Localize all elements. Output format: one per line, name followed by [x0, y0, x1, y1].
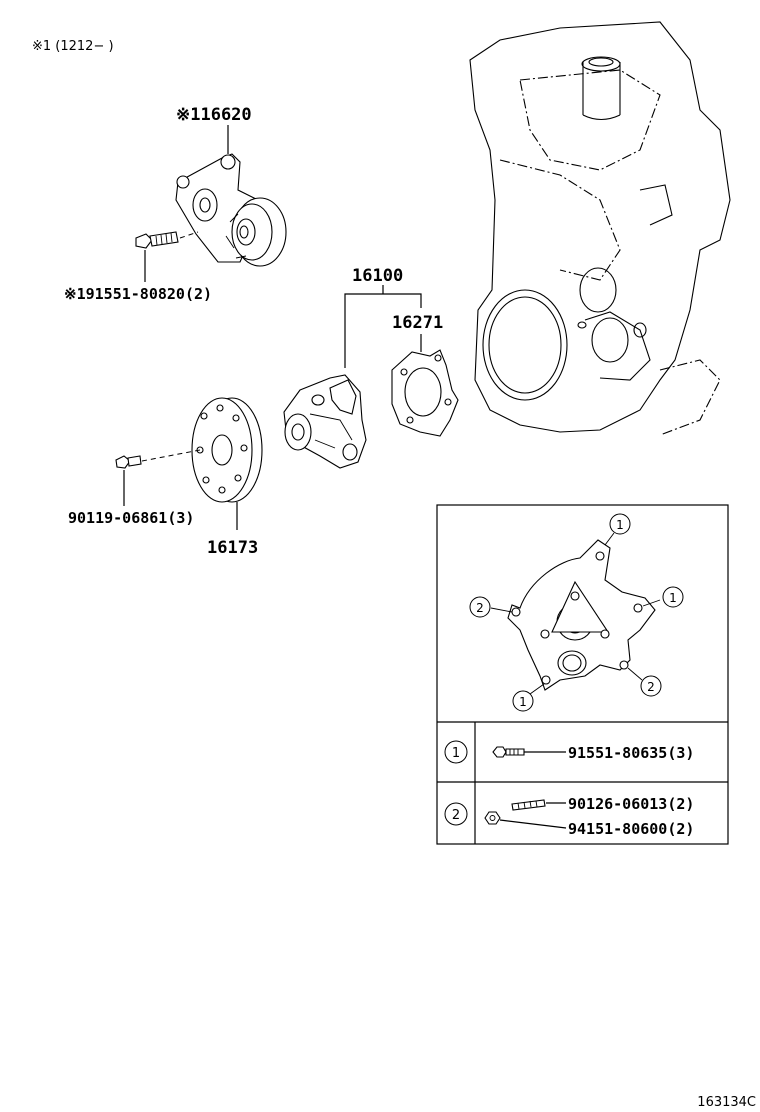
nut-icon	[484, 811, 501, 825]
water-pump	[283, 374, 367, 469]
row-2-marker: 2	[452, 808, 460, 823]
row-2-part-number-stud: 90126-06013(2)	[568, 795, 694, 813]
diagram-code: 163134C	[697, 1095, 756, 1110]
circled-number-icon	[469, 596, 491, 618]
circled-number-icon	[444, 802, 468, 826]
bolt-icon	[492, 746, 525, 758]
stud-icon	[511, 799, 546, 811]
circled-number-icon	[512, 690, 534, 712]
pump-gasket	[391, 349, 459, 437]
label-pulley: 16173	[207, 538, 258, 558]
callout-1-top: 1	[616, 518, 624, 532]
label-water-pump: 16100	[352, 266, 403, 286]
engine-block-illustration	[469, 21, 731, 436]
label-gasket: 16271	[392, 313, 443, 333]
label-tensioner-bolt: ※191551-80820(2)	[64, 285, 212, 303]
callout-1-right: 1	[669, 591, 677, 605]
callout-2-left: 2	[476, 601, 484, 615]
row-1-marker: 1	[452, 746, 460, 761]
callout-1-bottom: 1	[519, 695, 527, 709]
bolt-location-inset: 1 1 2 2 1 1 91551-80635(3) 2 90126-06	[436, 504, 729, 845]
circled-number-icon	[609, 513, 631, 535]
tensioner-assembly	[175, 153, 287, 267]
bolt-icon	[135, 231, 179, 249]
bolt-icon	[115, 455, 142, 469]
pump-face-detail	[507, 539, 656, 691]
callout-2-bottom: 2	[647, 680, 655, 694]
circled-number-icon	[444, 740, 468, 764]
circled-number-icon	[662, 586, 684, 608]
water-pump-pulley	[191, 397, 263, 503]
row-2-part-number-nut: 94151-80600(2)	[568, 820, 694, 838]
label-pulley-bolt: 90119-06861(3)	[68, 509, 194, 527]
applicability-note: ※1 (1212− )	[32, 39, 114, 54]
circled-number-icon	[640, 675, 662, 697]
label-tensioner: ※116620	[176, 105, 252, 125]
row-1-part-number: 91551-80635(3)	[568, 744, 694, 762]
